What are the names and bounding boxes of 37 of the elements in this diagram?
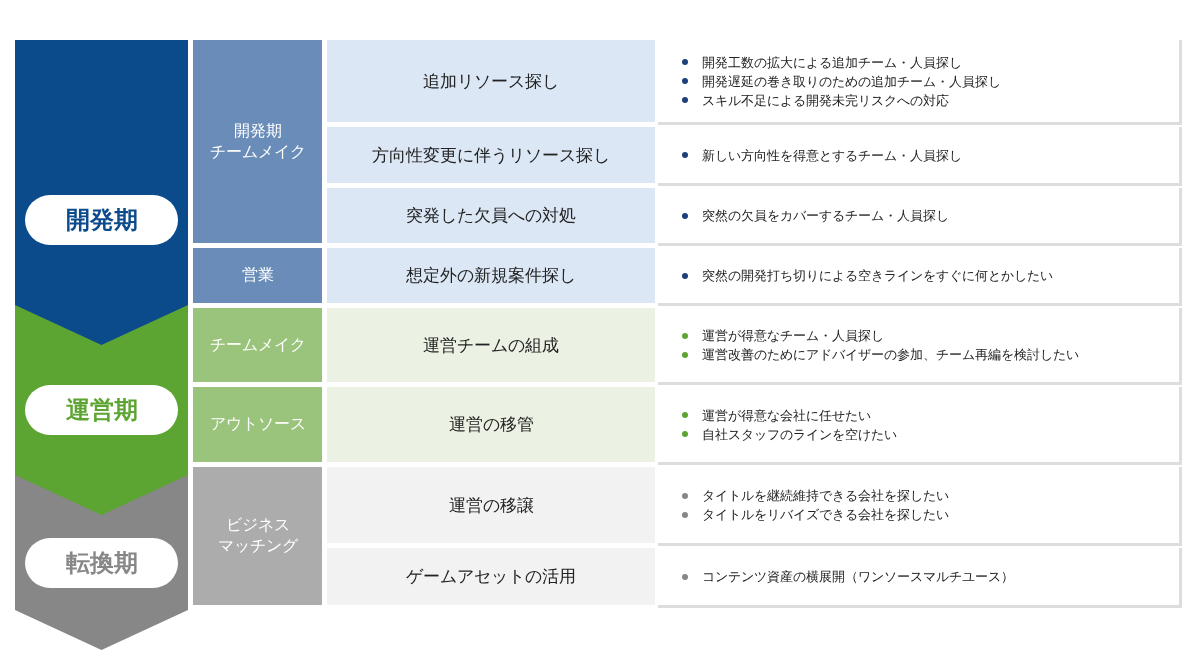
item-cell: 想定外の新規案件探し [327, 248, 655, 303]
phase-label: 開発期 [25, 195, 178, 245]
item-cell: 方向性変更に伴うリソース探し [327, 127, 655, 183]
category-cell: ビジネスマッチング [193, 467, 322, 605]
description-cell [658, 127, 1182, 186]
bullet-text: 開発工数の拡大による追加チーム・人員探し [702, 53, 962, 72]
bullet-text: コンテンツ資産の横展開（ワンソースマルチユース） [702, 568, 1014, 586]
item-cell: ゲームアセットの活用 [327, 548, 655, 605]
bullet-text: 開発遅延の巻き取りのための追加チーム・人員探し [702, 72, 1001, 91]
phase-label: 転換期 [25, 538, 178, 588]
item-cell: 突発した欠員への対処 [327, 188, 655, 243]
description-cell [658, 308, 1182, 385]
description-cell [658, 387, 1182, 465]
phase-label: 運営期 [25, 385, 178, 435]
item-cell: 運営の移管 [327, 387, 655, 462]
bullet-text: 自社スタッフのラインを空けたい [702, 425, 897, 444]
bullet-text: 運営改善のためにアドバイザーの参加、チーム再編を検討したい [702, 346, 1079, 364]
bullet-text: 運営が得意な会社に任せたい [702, 406, 871, 425]
description-cell [658, 548, 1182, 608]
category-cell: 営業 [193, 248, 322, 303]
bullet-text: 新しい方向性を得意とするチーム・人員探し [702, 146, 962, 165]
bullet-text: タイトルをリバイズできる会社を探したい [702, 506, 949, 524]
item-cell: 運営の移譲 [327, 467, 655, 543]
bullet-text: タイトルを継続維持できる会社を探したい [702, 487, 949, 505]
bullet-text: 突然の開発打ち切りによる空きラインをすぐに何とかしたい [702, 267, 1053, 285]
bullet-text: 突然の欠員をカバーするチーム・人員探し [702, 207, 949, 225]
bullet-text: 運営が得意なチーム・人員探し [702, 327, 884, 345]
category-cell: 開発期チームメイク [193, 40, 322, 243]
description-cell [658, 188, 1182, 246]
description-cell [658, 40, 1182, 125]
item-cell: 運営チームの組成 [327, 308, 655, 382]
bullet-text: スキル不足による開発未完リスクへの対応 [702, 91, 949, 110]
item-cell: 追加リソース探し [327, 40, 655, 122]
category-cell: チームメイク [193, 308, 322, 382]
description-cell [658, 467, 1182, 546]
description-cell [658, 248, 1182, 306]
category-cell: アウトソース [193, 387, 322, 462]
